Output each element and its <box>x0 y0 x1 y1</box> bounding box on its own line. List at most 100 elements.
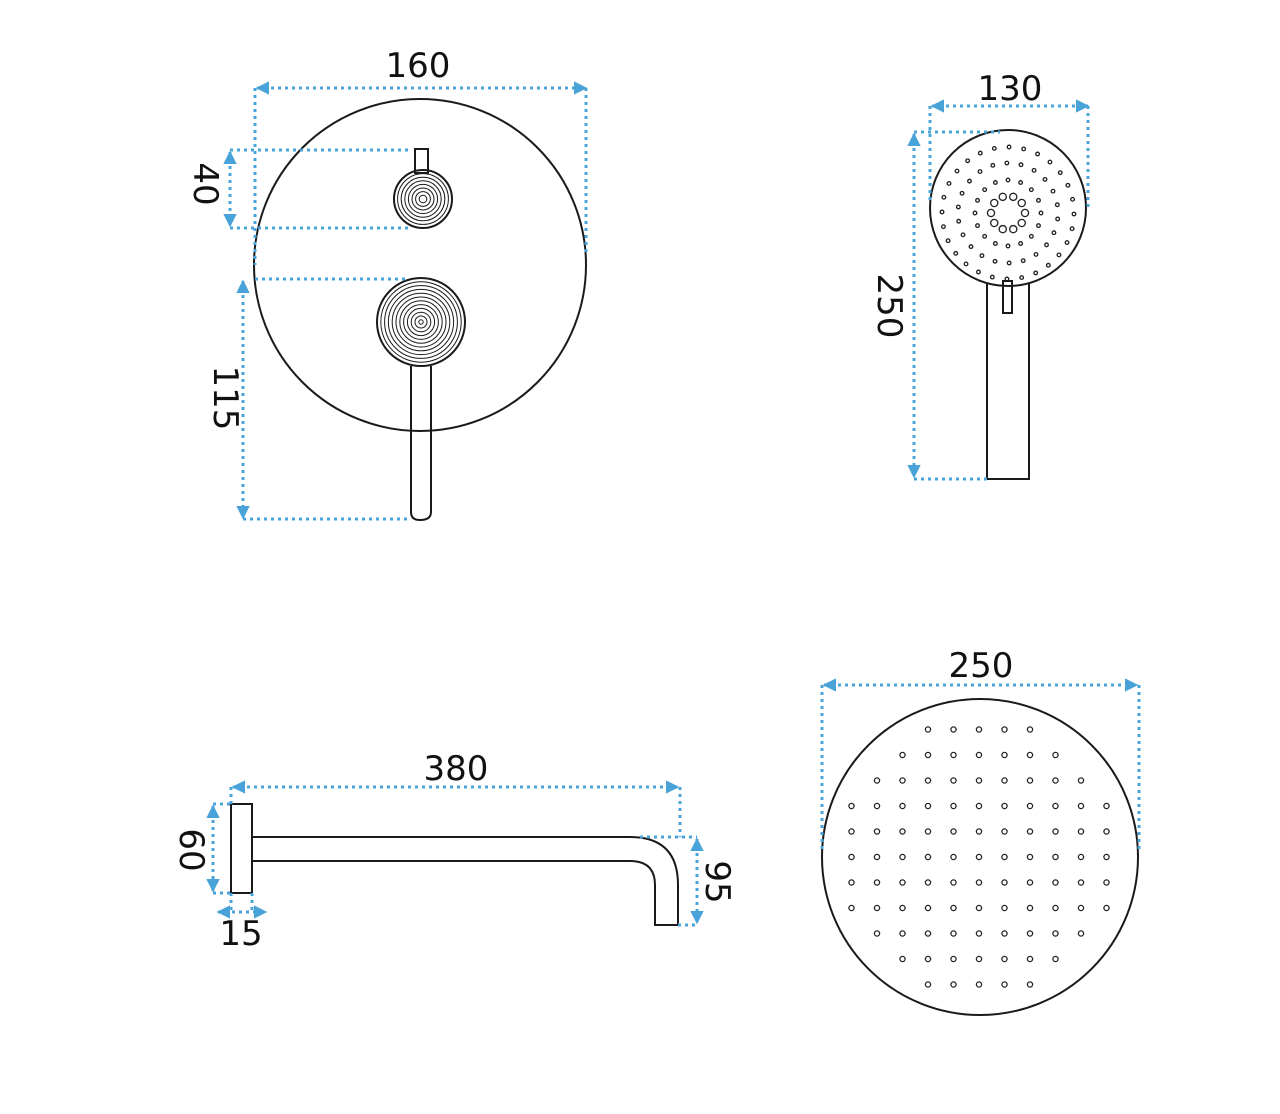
nozzle-hole <box>1006 260 1012 266</box>
nozzle-hole <box>1103 828 1110 835</box>
nozzle-hole <box>1052 853 1059 861</box>
nozzle-hole <box>975 197 980 203</box>
knob-ring <box>414 315 428 329</box>
nozzle-hole <box>924 955 932 963</box>
hand-shower-nozzles <box>939 144 1077 282</box>
nozzle-hole <box>956 218 962 224</box>
nozzle-hole <box>1021 146 1027 152</box>
nozzle-hole <box>1070 196 1076 202</box>
nozzle-hole <box>1052 802 1059 810</box>
nozzle-hole <box>1004 160 1010 166</box>
nozzle-hole <box>965 158 971 164</box>
nozzle-hole <box>992 241 998 246</box>
lever-length-label: 115 <box>205 366 245 431</box>
nozzle-hole <box>924 981 932 988</box>
nozzle-hole <box>975 751 983 759</box>
knob-ring <box>380 281 462 363</box>
flange-height-label: 60 <box>171 828 211 871</box>
nozzle-hole <box>941 194 947 200</box>
nozzle-hole <box>1077 828 1085 835</box>
nozzle-hole <box>990 162 996 168</box>
nozzle-hole <box>998 192 1007 202</box>
nozzle-hole <box>1031 167 1037 173</box>
knob-ring <box>403 304 439 340</box>
nozzle-hole <box>848 828 855 835</box>
nozzle-hole <box>873 930 881 937</box>
knob-ring <box>384 285 458 359</box>
nozzle-hole <box>1001 751 1008 759</box>
nozzle-hole <box>977 169 983 175</box>
nozzle-hole <box>977 150 983 156</box>
nozzle-hole <box>899 879 906 886</box>
nozzle-hole <box>1001 802 1008 810</box>
nozzle-hole <box>989 218 999 228</box>
nozzle-hole <box>950 930 957 937</box>
nozzle-hole <box>1077 879 1085 886</box>
nozzle-hole <box>975 879 983 886</box>
nozzle-hole <box>899 777 906 784</box>
nozzle-hole <box>1103 853 1110 861</box>
nozzle-hole <box>1052 904 1059 912</box>
nozzle-hole <box>1077 853 1085 861</box>
nozzle-hole <box>1103 904 1110 912</box>
nozzle-hole <box>1077 904 1085 912</box>
nozzle-hole <box>1052 828 1059 835</box>
nozzle-hole <box>1026 981 1034 988</box>
knob-ring <box>400 176 446 222</box>
flange-depth-label: 15 <box>219 914 262 954</box>
nozzle-hole <box>953 250 959 256</box>
nozzle-hole <box>975 223 980 229</box>
nozzle-hole <box>975 828 983 835</box>
nozzle-hole <box>992 180 998 185</box>
nozzle-hole <box>1052 955 1059 963</box>
mixer-knob <box>376 277 466 367</box>
nozzle-hole <box>924 930 932 937</box>
knob-ring <box>415 191 431 207</box>
nozzle-hole <box>950 879 957 886</box>
nozzle-hole <box>975 726 983 733</box>
nozzle-hole <box>873 777 881 784</box>
nozzle-hole <box>1001 904 1008 912</box>
hand-length-label: 250 <box>869 274 909 339</box>
nozzle-hole <box>1042 176 1048 182</box>
nozzle-hole <box>992 258 998 264</box>
nozzle-hole <box>1035 151 1041 157</box>
nozzle-hole <box>924 777 932 784</box>
nozzle-hole <box>873 828 881 835</box>
nozzle-hole <box>1019 275 1025 281</box>
knob-ring <box>418 319 424 325</box>
nozzle-hole <box>1026 930 1034 937</box>
rain-diameter-label: 250 <box>949 646 1014 686</box>
nozzle-hole <box>848 802 855 810</box>
nozzle-hole <box>950 726 957 733</box>
hand-shower-button <box>1002 280 1013 314</box>
nozzle-hole <box>1052 879 1059 886</box>
nozzle-hole <box>848 904 855 912</box>
nozzle-hole <box>979 253 985 259</box>
nozzle-hole <box>1020 208 1030 218</box>
diverter-pin <box>414 148 429 174</box>
nozzle-hole <box>960 232 966 238</box>
nozzle-hole <box>1009 192 1018 202</box>
arm-drop-label: 95 <box>697 860 737 903</box>
nozzle-hole <box>899 930 906 937</box>
nozzle-hole <box>939 209 945 215</box>
nozzle-hole <box>1005 177 1011 183</box>
nozzle-hole <box>1036 223 1041 229</box>
nozzle-hole <box>1028 187 1034 193</box>
nozzle-hole <box>1026 802 1034 810</box>
nozzle-hole <box>975 930 983 937</box>
knob-ring <box>418 194 428 204</box>
nozzle-hole <box>955 204 961 210</box>
knob-ring <box>376 277 466 367</box>
concealed-mixer-view: 160 40 115 <box>185 46 588 522</box>
nozzle-hole <box>1051 230 1057 236</box>
nozzle-hole <box>1026 879 1034 886</box>
nozzle-hole <box>1001 777 1008 784</box>
nozzle-hole <box>1001 828 1008 835</box>
nozzle-hole <box>975 955 983 963</box>
nozzle-hole <box>924 726 932 733</box>
nozzle-hole <box>975 904 983 912</box>
nozzle-hole <box>924 751 932 759</box>
nozzle-hole <box>959 190 965 196</box>
